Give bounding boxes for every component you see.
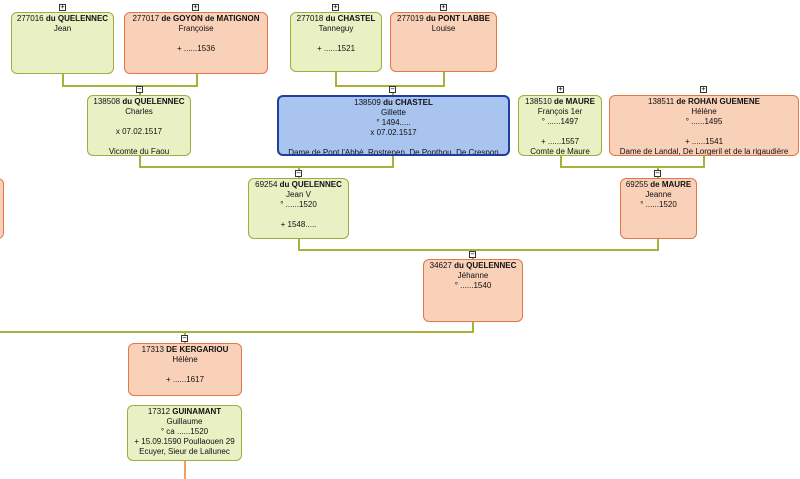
link-277019 [443, 72, 445, 86]
person-277017[interactable]: 277017 de GOYON de MATIGNON Françoise + … [124, 12, 268, 74]
expand-138510-toggle[interactable]: + [557, 85, 564, 93]
collapse-69254-toggle[interactable]: − [295, 169, 302, 177]
link-277018 [335, 72, 337, 86]
expand-138511-toggle[interactable]: + [700, 85, 707, 93]
person-34627[interactable]: 34627 du QUELENNEC Jéhanne ° ......1540 [423, 259, 523, 322]
expand-277017-toggle[interactable]: + [192, 3, 199, 11]
collapse-138509-toggle[interactable]: − [389, 85, 396, 93]
person-17312[interactable]: 17312 GUINAMANT Guillaume ° ca ......152… [127, 405, 242, 461]
person-17313[interactable]: 17313 DE KERGARIOU Hélène + ......1617 [128, 343, 242, 396]
person-277018[interactable]: 277018 du CHASTEL Tanneguy + ......1521 [290, 12, 382, 72]
collapse-69255-toggle[interactable]: − [654, 169, 661, 177]
person-138508[interactable]: 138508 du QUELENNEC Charles x 07.02.1517… [87, 95, 191, 156]
link-34627-down [472, 322, 474, 332]
link-277017 [196, 74, 198, 86]
link-17312-down [184, 461, 186, 479]
link-138509-down [392, 156, 394, 167]
link-parents-34627 [298, 249, 659, 251]
link-parents-69254 [139, 166, 394, 168]
person-69255[interactable]: 69255 de MAURE Jeanne ° ......1520 [620, 178, 697, 239]
link-parents-138508 [62, 85, 198, 87]
expand-277019-toggle[interactable]: + [440, 3, 447, 11]
expand-277018-toggle[interactable]: + [332, 3, 339, 11]
person-277019[interactable]: 277019 du PONT LABBE Louise [390, 12, 497, 72]
person-138511[interactable]: 138511 de ROHAN GUEMENE Hélène ° ......1… [609, 95, 799, 156]
link-parents-69255 [560, 166, 705, 168]
link-138511-down [703, 156, 705, 167]
collapse-17313-toggle[interactable]: − [181, 334, 188, 342]
link-138510-down [560, 156, 562, 167]
person-277016[interactable]: 277016 du QUELENNEC Jean [11, 12, 114, 74]
collapse-34627-toggle[interactable]: − [469, 250, 476, 258]
link-69254-down [298, 239, 300, 250]
partial-person-box[interactable] [0, 178, 4, 239]
person-138509[interactable]: 138509 du CHASTEL Gillette ° 1494..... x… [277, 95, 510, 156]
link-138508-down [139, 156, 141, 167]
link-69255-down [657, 239, 659, 250]
expand-277016-toggle[interactable]: + [59, 3, 66, 11]
link-277016 [62, 74, 64, 86]
person-69254[interactable]: 69254 du QUELENNEC Jean V ° ......1520 +… [248, 178, 349, 239]
link-parents-17313 [0, 331, 474, 333]
person-138510[interactable]: 138510 de MAURE François 1er ° ......149… [518, 95, 602, 156]
collapse-138508-toggle[interactable]: − [136, 85, 143, 93]
